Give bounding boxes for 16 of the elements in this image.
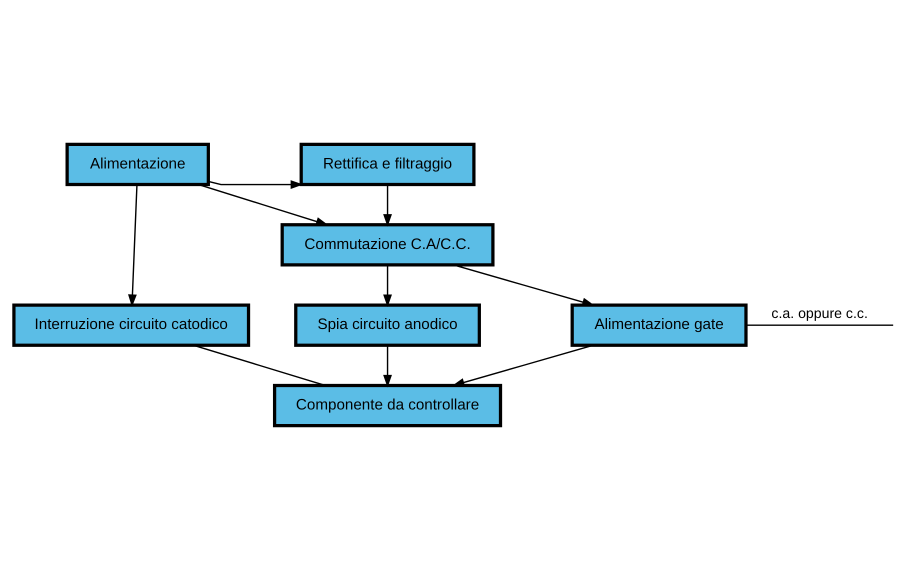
connector <box>192 344 325 386</box>
arrow <box>208 180 303 188</box>
node-box: Alimentazione <box>65 142 210 186</box>
arrow <box>382 184 392 226</box>
node-box: Commutazione C.A/C.C. <box>280 222 494 266</box>
arrow <box>198 183 328 226</box>
node-box: Interruzione circuito catodico <box>12 302 250 346</box>
arrow <box>382 345 392 387</box>
node-box: Rettifica e filtraggio <box>299 142 476 186</box>
arrow <box>382 264 392 307</box>
node-box: Componente da controllare <box>272 383 502 427</box>
edge-label: c.a. oppure c.c. <box>770 304 868 321</box>
node-box: Spia circuito anodico <box>294 302 480 346</box>
arrow <box>128 184 138 307</box>
node-box: Alimentazione gate <box>570 302 748 346</box>
connector <box>746 324 893 326</box>
